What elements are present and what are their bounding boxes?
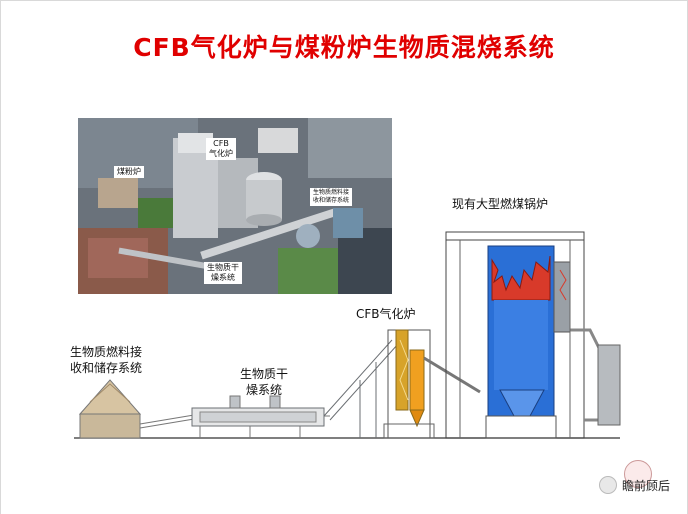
photo-label-cfb-gasifier-line1: CFB — [213, 139, 229, 148]
caption-dryer: 生物质干 燥系统 — [240, 366, 288, 398]
slide-title: CFB气化炉与煤粉炉生物质混烧系统 — [133, 33, 555, 62]
photo-label-cfb-gasifier-line2: 气化炉 — [209, 149, 233, 158]
caption-cfb-gasifier: CFB气化炉 — [356, 307, 416, 321]
aerial-photo: 煤粉炉 CFB 气化炉 生物质燃料接 收和储存系统 生物质干 燥系统 — [78, 118, 392, 294]
photo-label-cfb-gasifier: CFB 气化炉 — [206, 138, 236, 160]
caption-biomass-reception-line2: 收和储存系统 — [70, 361, 143, 375]
seal-logo — [624, 460, 652, 488]
photo-label-biomass-storage: 生物质燃料接 收和储存系统 — [310, 188, 353, 206]
photo-label-coal-boiler: 煤粉炉 — [114, 166, 144, 178]
caption-dryer-line1: 生物质干 — [240, 367, 289, 381]
coal-boiler — [445, 231, 621, 439]
caption-existing-boiler: 现有大型燃煤锅炉 — [452, 197, 549, 211]
watermark-text: 瞻前顾后 — [621, 478, 670, 493]
cfb-gasifier — [383, 329, 481, 439]
photo-label-dryer-line2: 燥系统 — [211, 273, 235, 282]
watermark: 瞻前顾后 — [598, 476, 670, 494]
wechat-icon — [598, 476, 617, 494]
slide-border-left — [0, 0, 1, 514]
dryer-system — [191, 395, 325, 438]
photo-label-biomass-storage-line1: 生物质燃料接 — [313, 189, 350, 196]
photo-label-dryer-line1: 生物质干 — [207, 263, 239, 272]
conveyor-dryer-to-gasifier — [323, 339, 399, 438]
photo-label-biomass-storage-line2: 收和储存系统 — [313, 197, 350, 204]
caption-biomass-reception-line1: 生物质燃料接 — [70, 345, 143, 359]
caption-biomass-reception: 生物质燃料接 收和储存系统 — [70, 344, 142, 376]
caption-dryer-line2: 燥系统 — [246, 383, 283, 397]
photo-label-dryer: 生物质干 燥系统 — [204, 262, 242, 284]
biomass-storage-dome — [78, 379, 142, 439]
slide-border-top — [0, 0, 688, 1]
